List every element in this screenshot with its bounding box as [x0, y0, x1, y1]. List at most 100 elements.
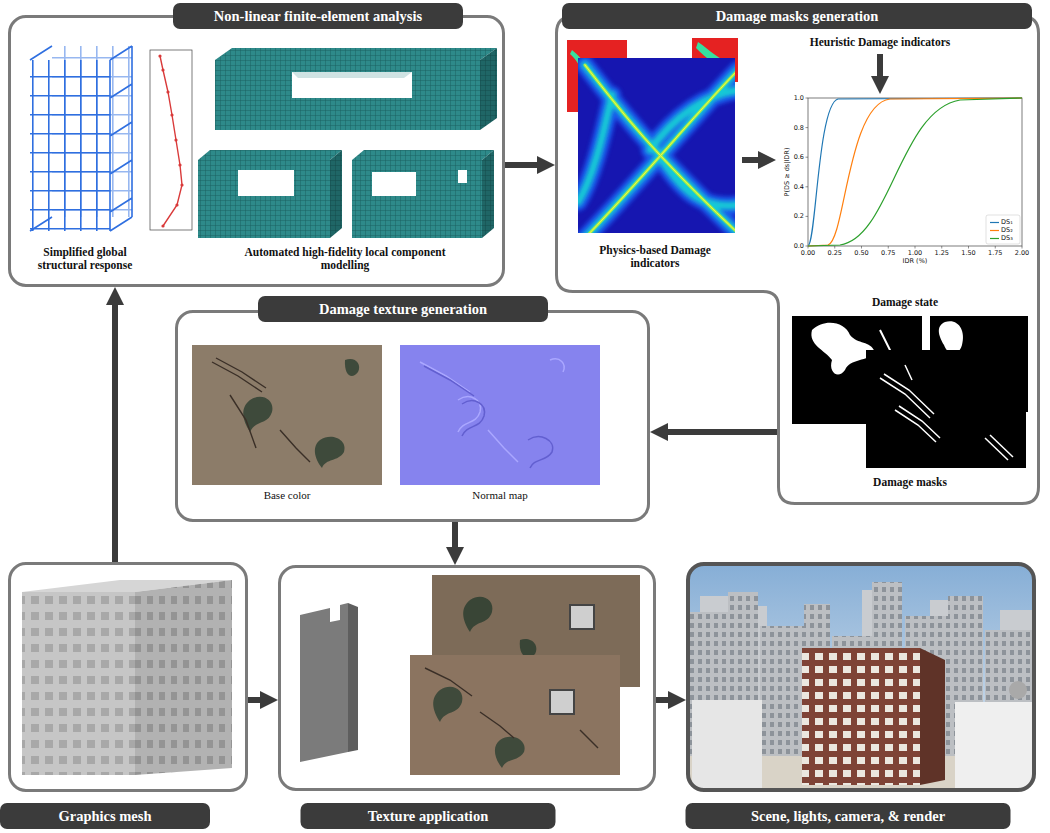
- section-heading: Non-linear finite-element analysis: [173, 3, 463, 29]
- legend-sample: [990, 228, 999, 233]
- frame-front: [30, 60, 110, 231]
- damage-masks: [792, 316, 1028, 468]
- label-holder: 0.4: [794, 184, 804, 191]
- wall-slab: [300, 603, 348, 762]
- label-holder: 2.00: [1015, 250, 1029, 257]
- wall-opening: [238, 170, 294, 196]
- flow-arrow: [656, 697, 672, 703]
- label-holder: Damage masks: [873, 476, 947, 489]
- label-holder: Simplified global structural response: [20, 246, 150, 272]
- tick-label: 1.25: [935, 250, 949, 257]
- tick-label: 0.0: [794, 243, 804, 250]
- mask-cracks: [880, 365, 1013, 460]
- damaged-building: [802, 648, 920, 785]
- texture: [410, 655, 620, 775]
- flow-arrow: [112, 301, 118, 562]
- fragility-curve: [808, 98, 1022, 246]
- heading-holder: Damage masks generation: [562, 3, 1032, 29]
- wall-mesh: [352, 150, 494, 238]
- wall-opening: [292, 72, 412, 98]
- panel: Damage masks generation: [555, 15, 1040, 505]
- drift-plot: [150, 50, 192, 230]
- heatmap: [567, 38, 740, 238]
- label-holder: P(DS ≥ ds|IDR): [784, 148, 791, 197]
- label-holder: 0.8: [794, 124, 804, 131]
- texture-spall: [243, 359, 359, 468]
- tick-label: 0.2: [794, 213, 804, 220]
- normal-relief: [420, 359, 564, 468]
- tick-label: 1.50: [961, 250, 975, 257]
- wall-side: [330, 150, 342, 238]
- label-holder: 1.25: [935, 250, 949, 257]
- heading-holder: Damage texture generation: [258, 296, 548, 322]
- heat-cracks: [578, 65, 735, 233]
- facade-side: [135, 580, 232, 775]
- window-cutout: [570, 605, 594, 629]
- frame-model: [30, 46, 132, 231]
- mask-blob: [939, 321, 963, 354]
- wall-top: [198, 150, 342, 160]
- tick-marks: [806, 98, 1023, 249]
- wall-top: [352, 150, 494, 160]
- wall-front: [215, 60, 480, 130]
- texture: [192, 345, 382, 485]
- legend-line: [990, 230, 999, 231]
- label-holder: Physics-based Damage indicators: [590, 244, 720, 270]
- section-heading: Damage masks generation: [562, 3, 1032, 29]
- texture: [400, 345, 600, 485]
- drift-line: [160, 56, 182, 226]
- tick-label: 2.00: [1015, 250, 1029, 257]
- section-heading: Damage texture generation: [258, 296, 548, 322]
- texture-cracks: [212, 358, 310, 462]
- legend-sample: [990, 236, 999, 241]
- label-holder: Damage state: [872, 296, 938, 309]
- plot-frame: [150, 50, 192, 230]
- near-building: [955, 702, 1034, 790]
- tick-label: 0.25: [828, 250, 842, 257]
- tick-label: 1.00: [908, 250, 922, 257]
- wall-top: [215, 48, 497, 60]
- label-holder: Automated high-fidelity local component …: [235, 246, 455, 272]
- near-building: [692, 700, 762, 790]
- normal-map-texture: [400, 345, 600, 485]
- texture-spall: [463, 597, 536, 658]
- rendered-scene: [688, 564, 1034, 790]
- label-holder: IDR (%): [903, 258, 928, 265]
- textured-wall: [300, 575, 640, 775]
- label-holder: 1.0: [794, 95, 804, 102]
- caption-label: Heuristic Damage indicators: [810, 36, 951, 49]
- tick-label: 0.00: [801, 250, 815, 257]
- flow-arrow: [877, 54, 883, 80]
- legend-frame: [986, 215, 1020, 244]
- panel: Scene, lights, camera, & render: [686, 562, 1036, 792]
- tick-label: 0.8: [794, 124, 804, 131]
- caption-label: Physics-based Damage indicators: [590, 244, 720, 270]
- label-holder: 0.2: [794, 213, 804, 220]
- label-holder: 1.75: [988, 250, 1002, 257]
- legend-line: [990, 222, 999, 223]
- wall-opening: [458, 170, 467, 183]
- panel: Damage texture generation: [175, 310, 650, 522]
- legend-entry: DS₂: [990, 227, 1013, 234]
- legend-sample: [990, 220, 999, 225]
- wall-opening: [372, 172, 416, 196]
- label-holder: 0.50: [854, 250, 868, 257]
- label-holder: 0.0: [794, 243, 804, 250]
- fragility-chart: [806, 98, 1023, 249]
- heading-holder: Texture application: [301, 803, 556, 829]
- flow-arrow: [452, 522, 458, 551]
- wall-mesh: [215, 48, 497, 130]
- tick-label: 0.75: [881, 250, 895, 257]
- mask-blob: [811, 323, 875, 375]
- heading-holder: Graphics mesh: [0, 803, 210, 829]
- wall-mesh: [198, 150, 342, 238]
- heading-holder: Non-linear finite-element analysis: [173, 3, 463, 29]
- tick-label: 1.75: [988, 250, 1002, 257]
- legend-text: DS₃: [1001, 235, 1013, 242]
- section-heading: Scene, lights, camera, & render: [686, 803, 1011, 829]
